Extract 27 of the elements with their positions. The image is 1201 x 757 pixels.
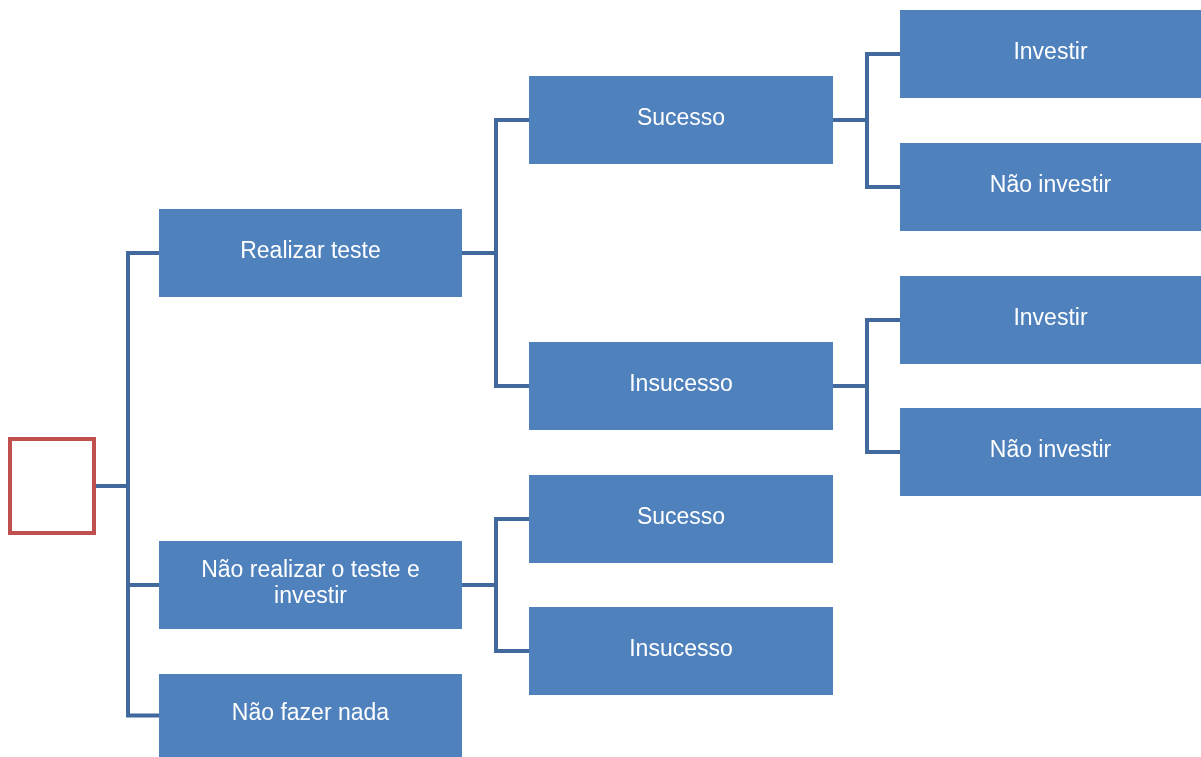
connector-line — [833, 384, 900, 454]
option-label: Não fazer nada — [231, 699, 390, 726]
option-box — [159, 209, 462, 297]
option-label: Não investir — [989, 435, 1112, 463]
connector-line — [833, 118, 900, 189]
option-label: Não investir — [989, 170, 1112, 198]
option-box — [900, 10, 1201, 98]
option-label: Insucesso — [629, 634, 733, 662]
option-box — [159, 674, 462, 757]
option-box — [159, 541, 462, 629]
root-decision-box — [8, 437, 96, 535]
option-box — [900, 408, 1201, 496]
option-box — [529, 76, 833, 164]
option-label: Investir — [1013, 303, 1088, 331]
option-label: Realizar teste — [240, 236, 381, 264]
connector-line — [462, 583, 529, 653]
option-box — [900, 276, 1201, 364]
option-box — [900, 143, 1201, 231]
option-label: Insucesso — [629, 369, 733, 397]
option-label: Sucesso — [636, 502, 726, 530]
option-label: Investir — [1013, 37, 1088, 65]
option-label: Sucesso — [636, 103, 726, 131]
option-label: Não realizar o teste e investir — [200, 555, 421, 609]
option-box — [529, 607, 833, 695]
option-box — [529, 342, 833, 430]
option-box — [529, 475, 833, 563]
connector-line — [462, 251, 529, 388]
